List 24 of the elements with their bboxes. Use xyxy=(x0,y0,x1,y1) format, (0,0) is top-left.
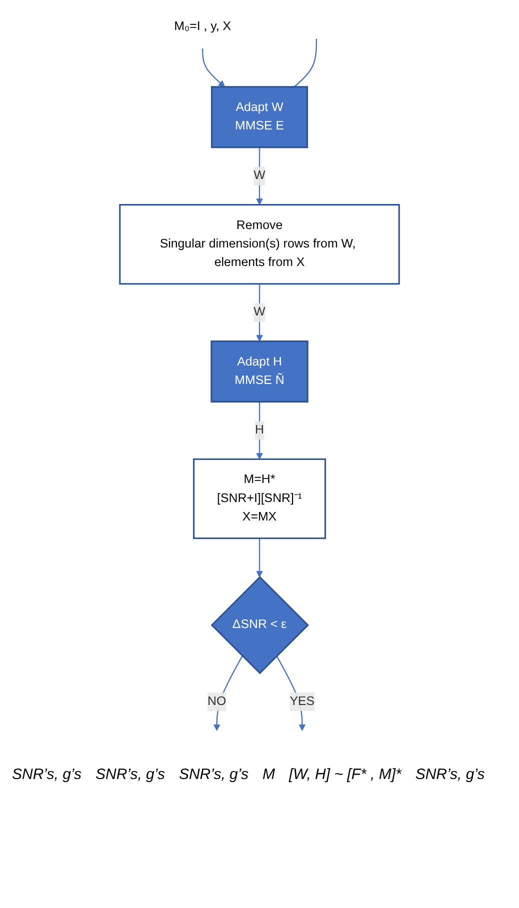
annotation-text: SNR’s, g’s xyxy=(12,766,82,783)
arrow xyxy=(213,656,243,731)
node-box: Adapt W MMSE E xyxy=(210,86,308,148)
annotation-text: SNR’s, g’s xyxy=(95,766,165,783)
annotation-text: [W, H] ~ [F* , M]* xyxy=(288,766,402,783)
edge-label: H xyxy=(255,423,264,437)
annotation-text: SNR’s, g’s xyxy=(415,766,485,783)
connector xyxy=(294,38,317,88)
node-diamond: ΔSNR < ε xyxy=(210,576,310,674)
annotation-text: M xyxy=(262,766,275,783)
edge-label: NO xyxy=(208,694,226,708)
edge-label: W xyxy=(254,306,266,319)
arrow xyxy=(256,147,263,206)
arrow xyxy=(256,284,263,342)
node-box: Remove Singular dimension(s) rows from W, elements from X xyxy=(119,204,400,285)
annotation-text: SNR’s, g’s xyxy=(178,766,248,783)
edge-label: W xyxy=(254,169,266,182)
edge-label: YES xyxy=(290,694,315,708)
node-text: M₀=I , y, X xyxy=(174,20,232,34)
node-box: M=H* [SNR+I][SNR]⁻¹ X=MX xyxy=(193,458,326,540)
arrow xyxy=(256,402,263,460)
arrow xyxy=(256,538,263,578)
node-box: Adapt H MMSE Ñ xyxy=(210,340,308,403)
arrow xyxy=(202,48,226,88)
